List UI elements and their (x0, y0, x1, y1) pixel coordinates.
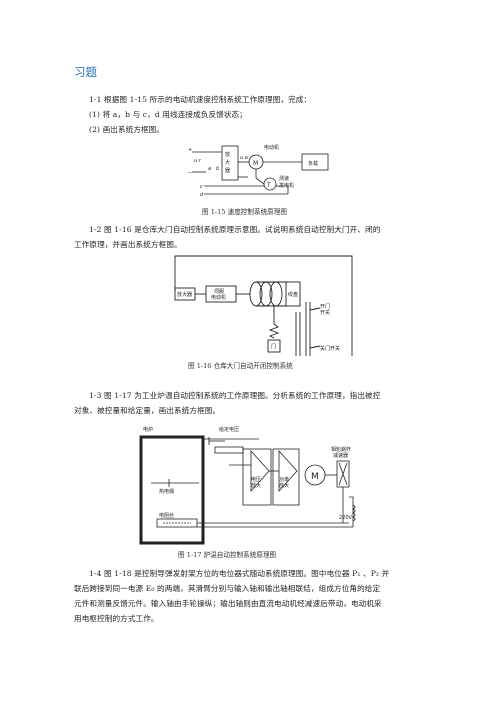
fig15-ua: u a (240, 155, 248, 161)
q4-line-3: 元件和测量反馈元件。输入轴由手轮操纵；输出轴则由直流电动机经减速后带动，电动机采 (74, 599, 382, 608)
fig15-plus: + (188, 147, 192, 153)
fig15-b: b (216, 166, 219, 172)
fig15-minus: − (188, 170, 192, 176)
q4-line-1: 1-4 图 1-18 是控制导弹发射架方位的电位器式随动系统原理图。图中电位器 … (89, 569, 390, 578)
fig16-door: 门 (271, 343, 276, 350)
fig-1-17-caption: 图 1-17 炉温自动控制系统原理图 (178, 551, 277, 559)
figure-1-15: 放 大 器 M 负载 T 电动机 测速 发电机 + − u r u a a b … (188, 144, 329, 198)
fig15-motor-label: 电动机 (264, 144, 279, 151)
fig15-amp-3: 器 (225, 168, 230, 174)
fig16-motor-2: 电动机 (211, 294, 226, 301)
fig15-amp-2: 大 (225, 159, 230, 166)
fig16-open-1: 开门 (320, 303, 330, 310)
fig17-volt-amp-1: 电压 (251, 476, 261, 483)
fig15-d: d (200, 192, 204, 198)
q2-line-1: 1-2 图 1-16 是仓库大门自动控制系统原理示意图。试说明系统自动控制大门开… (89, 225, 381, 234)
q3-line-2: 对象、被控量和给定量，画出系统方框图。 (74, 406, 221, 415)
fig15-ur: u r (194, 158, 202, 164)
q4-line-4: 用电枢控制的方式工作。 (74, 614, 159, 623)
q1-line-2: (1) 将 a，b 与 c，d 用线连接成负反馈状态； (89, 110, 247, 119)
fig15-amp-1: 放 (225, 151, 230, 158)
fig15-c: c (200, 184, 203, 190)
q2-line-2: 工作原理，并画出系统方框图。 (74, 240, 182, 249)
fig17-heater: 电阻丝 (159, 512, 174, 519)
fig15-tach-label-2: 发电机 (279, 182, 294, 189)
fig16-open-2: 开关 (320, 309, 330, 316)
fig17-reducer-1: 相轮蜗杆 (331, 446, 351, 453)
fig-1-16-caption: 图 1-16 仓库大门自动开闭控制系统 (188, 362, 293, 370)
fig15-tach: T (266, 182, 271, 189)
fig17-setv: 给定电压 (219, 426, 239, 433)
fig17-furnace: 电炉 (143, 426, 153, 433)
figure-1-16: 放大器 伺服 电动机 绞盘 门 开门 开关 关门开关 (174, 255, 353, 356)
q1-line-1: 1-1 根据图 1-15 所示的电动机速度控制系统工作原理图，完成： (89, 95, 312, 104)
fig16-motor-1: 伺服 (214, 288, 224, 295)
fig16-amp: 放大器 (177, 291, 192, 298)
fig-1-15-caption: 图 1-15 速度控制系统原理图 (202, 208, 287, 216)
fig15-a: a (208, 166, 211, 172)
fig17-volt-amp-2: 放大 (251, 482, 261, 489)
fig17-thermo: 热电偶 (159, 488, 174, 495)
fig17-220v: 220V (339, 515, 353, 521)
fig17-reducer-2: 减速器 (333, 452, 348, 459)
q4-line-2: 联后跨接到同一电源 E₀ 的两端，其滑臂分别与输入轴和输出轴相联结，组成方位角的… (74, 584, 381, 593)
q1-line-3: (2) 画出系统方框图。 (89, 125, 165, 134)
fig17-power-amp-2: 放大 (279, 482, 289, 489)
fig15-load: 负载 (308, 160, 318, 167)
fig17-motor: M (311, 472, 319, 482)
fig15-motor: M (253, 160, 258, 167)
figure-1-17: 电炉 给定电压 热电偶 电阻丝 电压 放大 功率 放大 M 相轮蜗杆 减速器 2… (139, 426, 356, 545)
page-heading: 习题 (74, 65, 97, 79)
q3-line-1: 1-3 图 1-17 为工业炉温自动控制系统的工作原理图。分析系统的工作原理，指… (89, 391, 381, 400)
fig16-close: 关门开关 (320, 345, 340, 352)
fig17-power-amp-1: 功率 (279, 476, 289, 483)
fig15-tach-label: 测速 (279, 175, 289, 182)
fig16-drum: 绞盘 (288, 291, 298, 298)
